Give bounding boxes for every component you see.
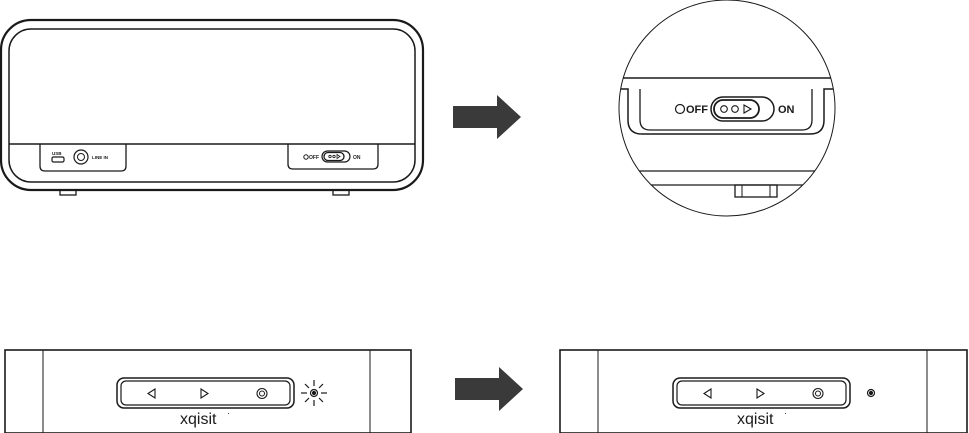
power-icon — [813, 389, 823, 399]
line-in-jack — [74, 150, 88, 164]
brand-logo: xqisit — [180, 411, 217, 428]
power-icon-inner — [816, 391, 821, 396]
knob-arrow-icon — [744, 105, 751, 113]
prev-icon — [148, 389, 155, 398]
switch-off-label: OFF — [686, 104, 708, 116]
zoom-foot — [735, 185, 777, 197]
knob-arrow-icon — [337, 155, 340, 159]
switch-led — [676, 105, 685, 114]
prev-icon — [704, 389, 711, 398]
play-icon — [201, 389, 208, 398]
led-blinking-icon — [301, 380, 327, 406]
switch-zoom-view — [610, 0, 840, 216]
switch-knob-small — [324, 153, 344, 161]
speaker-back-view — [1, 20, 423, 195]
knob-dot-2 — [732, 106, 739, 113]
knob-dot — [333, 155, 335, 157]
switch-on-label-small: ON — [353, 155, 361, 161]
line-in-jack-center — [78, 154, 85, 161]
arrow-right-icon — [455, 367, 523, 411]
power-icon-inner — [260, 391, 265, 396]
led-solid-icon — [868, 390, 875, 397]
usb-port — [52, 157, 64, 162]
speaker-outer-shell — [1, 20, 423, 190]
zoom-bay-outer — [610, 89, 840, 134]
power-icon — [257, 389, 267, 399]
trademark-mark: · — [227, 408, 230, 418]
switch-led-small — [304, 155, 308, 159]
line-in-label: LINE IN — [92, 155, 108, 160]
play-icon — [757, 389, 764, 398]
brand-logo: xqisit — [737, 411, 774, 428]
trademark-mark: · — [784, 408, 787, 418]
switch-on-label: ON — [778, 104, 795, 116]
switch-off-label-small: OFF — [309, 155, 319, 161]
usb-label: USB — [52, 151, 62, 156]
knob-dot-1 — [721, 106, 728, 113]
arrow-right-icon — [453, 95, 521, 139]
knob-dot — [329, 155, 331, 157]
